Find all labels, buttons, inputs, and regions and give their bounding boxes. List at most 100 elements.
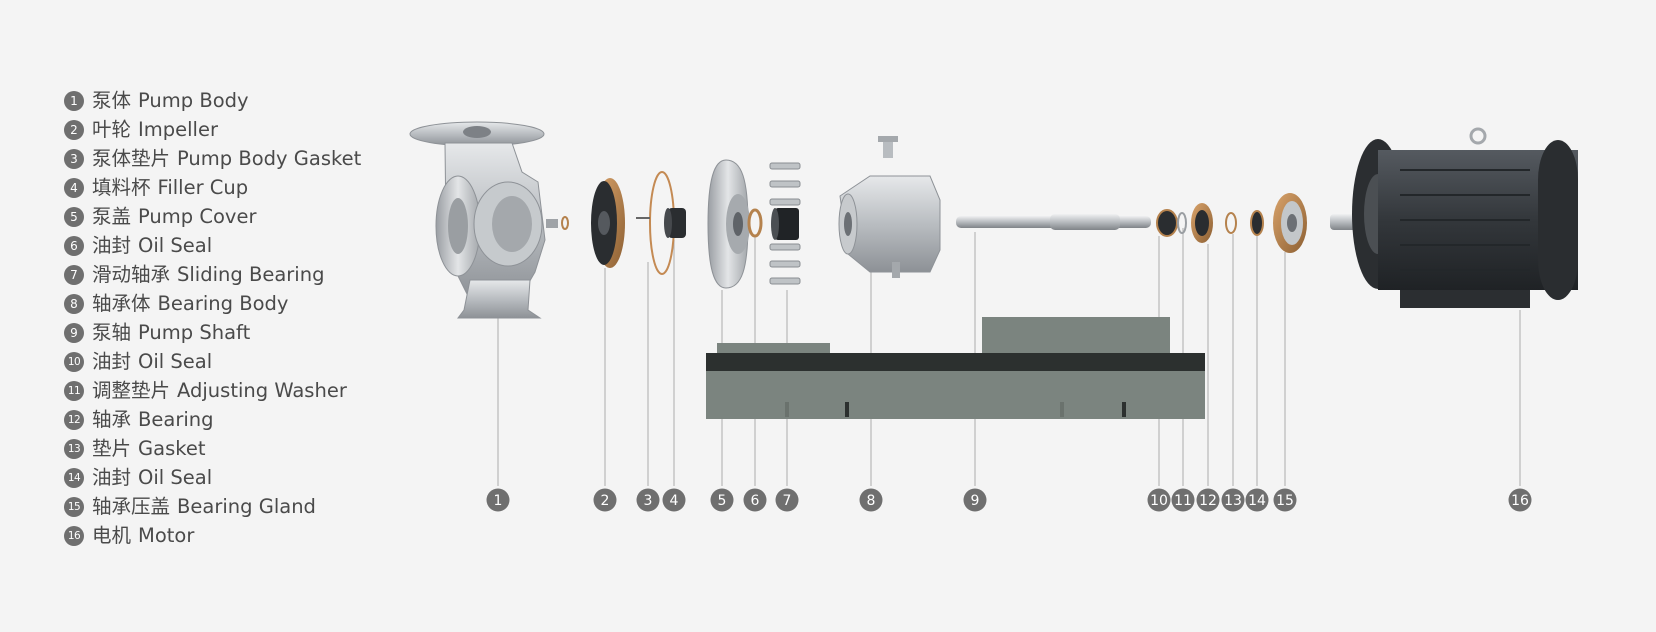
legend-item: 14 油封 Oil Seal — [64, 463, 361, 492]
pump-body — [409, 121, 569, 319]
legend-number-badge: 13 — [64, 438, 84, 459]
callout-number: 1 — [494, 493, 503, 509]
legend-english-name: Oil Seal — [138, 234, 213, 257]
impeller — [591, 178, 625, 268]
legend-chinese-name: 滑动轴承 — [92, 263, 171, 286]
callout-12: 12 — [1196, 488, 1220, 512]
callout-8: 8 — [859, 488, 883, 512]
callout-number: 15 — [1276, 493, 1294, 509]
callout-number: 9 — [971, 493, 980, 509]
callout-badge — [1221, 488, 1245, 512]
callout-badge — [593, 488, 617, 512]
callout-10: 10 — [1147, 488, 1171, 512]
legend-number-badge: 14 — [64, 467, 84, 488]
callout-2: 2 — [593, 488, 617, 512]
legend-chinese-name: 油封 — [92, 466, 132, 489]
legend-number-badge: 2 — [64, 119, 84, 140]
small-parts — [1156, 193, 1307, 253]
callout-number: 14 — [1248, 493, 1266, 509]
legend-number-badge: 7 — [64, 264, 84, 285]
legend-chinese-name: 泵体 — [92, 89, 132, 112]
callout-number: 7 — [783, 493, 792, 509]
callout-badge — [1508, 488, 1532, 512]
callout-badge — [775, 488, 799, 512]
legend-item: 10 油封 Oil Seal — [64, 347, 361, 376]
callout-badge — [486, 488, 510, 512]
callout-7: 7 — [775, 488, 799, 512]
legend-number-badge: 15 — [64, 496, 84, 517]
bearing-body — [838, 136, 941, 278]
legend-item: 16 电机 Motor — [64, 521, 361, 550]
legend-english-name: Bearing — [138, 408, 214, 431]
legend-item: 11 调整垫片 Adjusting Washer — [64, 376, 361, 405]
legend-number-badge: 6 — [64, 235, 84, 256]
callout-number: 2 — [601, 493, 610, 509]
legend-english-name: Oil Seal — [138, 466, 213, 489]
callout-badge — [1147, 488, 1171, 512]
callout-6: 6 — [743, 488, 767, 512]
legend-chinese-name: 泵盖 — [92, 205, 132, 228]
legend-number-badge: 5 — [64, 206, 84, 227]
callout-1: 1 — [486, 488, 510, 512]
legend-english-name: Bearing Body — [157, 292, 289, 315]
callout-badge — [710, 488, 734, 512]
legend-chinese-name: 轴承压盖 — [92, 495, 171, 518]
legend-english-name: Filler Cup — [157, 176, 249, 199]
legend-english-name: Bearing Gland — [177, 495, 316, 518]
callout-badge — [1245, 488, 1269, 512]
callout-15: 15 — [1273, 488, 1297, 512]
callout-number: 10 — [1150, 493, 1168, 509]
sliding-bearing — [769, 162, 801, 285]
callout-number: 8 — [867, 493, 876, 509]
base-frame — [706, 317, 1205, 419]
callout-5: 5 — [710, 488, 734, 512]
legend-english-name: Impeller — [138, 118, 218, 141]
callout-4: 4 — [662, 488, 686, 512]
legend-english-name: Motor — [138, 524, 195, 547]
callout-9: 9 — [963, 488, 987, 512]
legend-item: 2 叶轮 Impeller — [64, 115, 361, 144]
legend-chinese-name: 泵轴 — [92, 321, 132, 344]
legend-number-badge: 4 — [64, 177, 84, 198]
callout-16: 16 — [1508, 488, 1532, 512]
legend-number-badge: 11 — [64, 380, 84, 401]
legend-english-name: Adjusting Washer — [177, 379, 347, 402]
legend-english-name: Oil Seal — [138, 350, 213, 373]
callout-13: 13 — [1221, 488, 1245, 512]
callout-14: 14 — [1245, 488, 1269, 512]
filler-cup — [664, 208, 686, 238]
legend-number-badge: 10 — [64, 351, 84, 372]
legend-chinese-name: 调整垫片 — [92, 379, 171, 402]
callout-badge — [859, 488, 883, 512]
callout-badge — [662, 488, 686, 512]
callout-11: 11 — [1171, 488, 1195, 512]
callout-number: 11 — [1174, 493, 1192, 509]
callout-number: 6 — [751, 493, 760, 509]
legend-chinese-name: 轴承体 — [92, 292, 151, 315]
legend-chinese-name: 油封 — [92, 350, 132, 373]
callout-number: 13 — [1224, 493, 1242, 509]
legend-chinese-name: 电机 — [92, 524, 132, 547]
legend-english-name: Pump Shaft — [138, 321, 251, 344]
legend-chinese-name: 叶轮 — [92, 118, 132, 141]
callout-number: 16 — [1511, 493, 1529, 509]
oil-seal-front — [747, 208, 763, 238]
legend-number-badge: 12 — [64, 409, 84, 430]
legend-english-name: Gasket — [138, 437, 206, 460]
callout-badge — [1171, 488, 1195, 512]
legend-chinese-name: 泵体垫片 — [92, 147, 171, 170]
callout-3: 3 — [636, 488, 660, 512]
callout-number: 4 — [670, 493, 679, 509]
legend-number-badge: 16 — [64, 525, 84, 546]
callout-badge — [743, 488, 767, 512]
